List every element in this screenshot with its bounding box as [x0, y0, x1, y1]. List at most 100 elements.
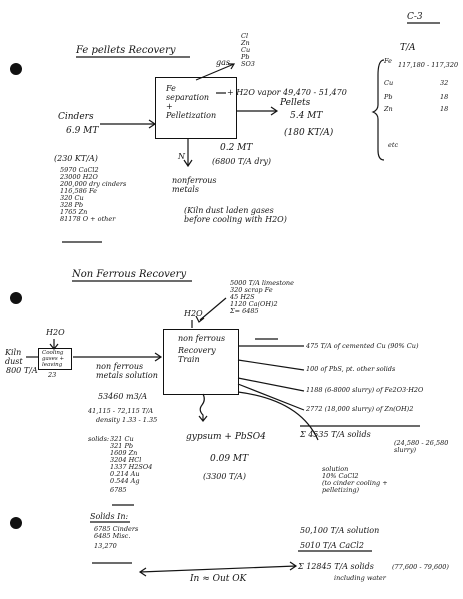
box-line: separation — [166, 93, 210, 102]
gas-component: Cl — [241, 32, 249, 40]
box-line: non ferrous — [178, 334, 226, 343]
final-sum: Σ 12845 T/A solids — [298, 562, 374, 571]
ta-element: Fe — [384, 57, 393, 65]
cinder-component: 5970 CaCl2 — [60, 166, 99, 174]
output-slurry: (24,580 - 26,580 slurry) — [394, 439, 449, 454]
cinder-component: 320 Cu — [60, 194, 84, 202]
solids-in-list: 6785 Cinders 6485 Misc. 13,270 — [94, 526, 138, 550]
cinder-component: 116,586 Fe — [60, 187, 97, 195]
nonferrous-label: nonferrous metals — [172, 176, 217, 194]
small-mark: 23 — [48, 371, 57, 379]
ta-value: etc — [388, 141, 399, 149]
cinder-component: 81178 O + other — [60, 215, 116, 223]
input-rate: (230 KT/A) — [54, 154, 98, 163]
output-line: 100 of PbS, pt. other solids — [306, 365, 396, 373]
cinder-component: 328 Pb — [60, 201, 84, 209]
binder-hole — [10, 517, 22, 529]
gas-component: Pb — [241, 53, 250, 61]
ta-row: Cu 32 — [384, 80, 460, 94]
output-line: 2772 (18,000 slurry) of Zn(OH)2 — [306, 405, 414, 413]
output-line: 1188 (6-8000 slurry) of Fe2O3·H2O — [306, 386, 424, 394]
ta-element: Zn — [384, 105, 393, 113]
gypsum-label: gypsum + PbSO4 — [186, 432, 266, 442]
solution2-line: pelletizing) — [322, 486, 360, 494]
ta-value: 117,180 - 117,320 — [398, 61, 459, 69]
solids-in-item: 6785 Cinders — [94, 525, 139, 533]
gas-component: Zn — [241, 39, 250, 47]
solid-item: 1609 Zn — [110, 449, 138, 457]
kiln-dust-label: Kiln dust — [5, 348, 23, 366]
pellets-rate: (180 KT/A) — [284, 128, 334, 138]
output-sum: Σ 4535 T/A solids — [300, 430, 371, 439]
section-title-fe-recovery: Fe pellets Recovery — [76, 45, 176, 56]
cinder-component: 200,000 dry cinders — [60, 180, 127, 188]
reagent: 5000 T/A limestone — [230, 279, 294, 287]
solids-list: 321 Cu 321 Pb 1609 Zn 3204 HCl 1337 H2SO… — [110, 436, 152, 494]
page-id: C-3 — [407, 12, 423, 22]
fe-separation-box: Fe separation + Pelletization — [155, 77, 237, 139]
h2o-top: H2O — [184, 309, 203, 318]
reagent: 1120 Ca(OH)2 — [230, 300, 278, 308]
nonferrous-amount: 0.2 MT — [220, 143, 253, 153]
cinder-component: 23000 H2O — [60, 173, 98, 181]
vapor-line: + H2O vapor 49,470 - 51,470 — [227, 88, 347, 97]
section-title-nonferrous: Non Ferrous Recovery — [72, 269, 187, 280]
solution-mass: 41,115 - 72,115 T/A — [88, 407, 154, 415]
ta-list: Fe 117,180 - 117,320 Cu 32 Pb 18 Zn 18 e… — [384, 58, 460, 154]
cooling-line: Cooling — [42, 350, 64, 356]
solid-item: 1337 H2SO4 — [110, 463, 153, 471]
solids-in-label: Solids In: — [90, 512, 129, 521]
cooling-line: gases + — [42, 356, 65, 362]
solid-item: 321 Pb — [110, 442, 134, 450]
box-line: Pelletization — [166, 111, 217, 120]
solution2-rate: 50,100 T/A solution — [300, 526, 380, 535]
solids-label: solids: — [88, 435, 110, 443]
ta-row: Zn 18 — [384, 106, 460, 142]
cinder-component: 1765 Zn — [60, 208, 88, 216]
solids-in-total: 13,270 — [94, 542, 117, 550]
cinder-components: 5970 CaCl2 23000 H2O 200,000 dry cinders… — [60, 167, 126, 223]
solution2-cacl2: 5010 T/A CaCl2 — [300, 541, 364, 550]
solid-item: 0.214 Au — [110, 470, 140, 478]
gas-components-list: Cl Zn Cu Pb SO3 — [241, 33, 255, 68]
output-line: 475 T/A of cemented Cu (90% Cu) — [306, 342, 419, 350]
ta-row: Fe 117,180 - 117,320 — [384, 58, 460, 80]
solids-in-item: 6485 Misc. — [94, 532, 131, 540]
solution2-line: (to cinder cooling + — [322, 479, 388, 487]
solid-item: 321 Cu — [110, 435, 134, 443]
box-line: Fe — [166, 84, 176, 93]
kiln-note: (Kiln dust laden gases before cooling wi… — [184, 206, 287, 224]
pellets-amount: 5.4 MT — [290, 111, 323, 121]
ta-element: Cu — [384, 79, 394, 87]
reagent: 45 H2S — [230, 293, 255, 301]
ta-element: Pb — [384, 93, 393, 101]
input-cinders: Cinders — [58, 112, 94, 122]
nonferrous-recovery-box: non ferrous Recovery Train — [163, 329, 239, 395]
solid-item: 0.544 Ag — [110, 477, 140, 485]
gas-label: gas — [216, 58, 230, 67]
binder-hole — [10, 292, 22, 304]
reagent: 320 scrap Fe — [230, 286, 273, 294]
final-note: including water — [334, 574, 386, 582]
box-line: Train — [178, 355, 200, 364]
gypsum-amount: 0.09 MT — [210, 454, 249, 464]
kiln-dust-rate: 800 T/A — [6, 366, 38, 375]
input-amount: 6.9 MT — [66, 126, 99, 136]
ta-row: etc — [384, 142, 460, 154]
box-line: Recovery — [178, 346, 216, 355]
final-range: (77,600 - 79,600) — [392, 563, 449, 571]
solution-label: non ferrous metals solution — [96, 362, 158, 380]
nonferrous-rate: (6800 T/A dry) — [212, 157, 271, 166]
n-label: N — [178, 152, 185, 161]
solution2-block: solution 10% CaCl2 (to cinder cooling + … — [322, 466, 388, 494]
gas-component: SO3 — [241, 60, 255, 68]
ta-value: 32 — [440, 79, 449, 87]
cooling-line: leaving — [42, 362, 63, 368]
solution2-line: 10% CaCl2 — [322, 472, 359, 480]
ta-header: T/A — [400, 43, 416, 53]
ta-row: Pb 18 — [384, 94, 460, 106]
solution-rate: 53460 m3/A — [98, 392, 148, 401]
solids-total: 6785 — [110, 486, 127, 494]
reagent-sum: Σ= 6485 — [230, 307, 259, 315]
